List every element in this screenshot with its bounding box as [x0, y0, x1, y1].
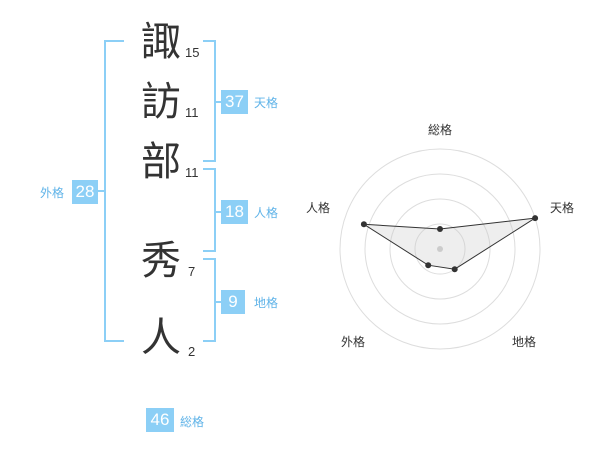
radar-center	[437, 246, 443, 252]
chikaku-bracket	[203, 258, 216, 342]
jinkaku-badge: 18	[221, 200, 248, 224]
tenkaku-connector	[214, 101, 222, 103]
radar-ring-4	[339, 148, 541, 350]
radar-point-2	[532, 215, 539, 222]
name-char-1: 諏	[141, 19, 181, 65]
radar-point-1	[437, 226, 443, 232]
name-char-2: 訪	[141, 79, 181, 125]
gaikaku-badge: 28	[72, 180, 98, 204]
chikaku-connector	[214, 301, 222, 303]
jinkaku-label: 人格	[254, 206, 279, 220]
jinkaku-bracket	[203, 168, 216, 252]
radar-rings	[339, 148, 541, 350]
radar-ring-1	[414, 223, 466, 275]
stroke-count-5: 2	[188, 344, 196, 359]
name-char-3: 部	[141, 139, 181, 185]
axis-label-chikaku: 地格	[512, 334, 536, 349]
tenkaku-label: 天格	[254, 96, 279, 110]
gaikaku-connector	[97, 190, 105, 192]
radar-point-4	[425, 262, 432, 269]
gaikaku-bracket	[104, 40, 124, 342]
stroke-count-3: 11	[185, 165, 199, 180]
axis-label-jinkaku: 人格	[306, 200, 330, 215]
jinkaku-connector	[214, 211, 222, 213]
soukaku-label: 総格	[180, 415, 205, 429]
chikaku-label: 地格	[254, 296, 279, 310]
chikaku-badge: 9	[221, 290, 245, 314]
radar-polygon	[363, 217, 536, 270]
gaikaku-label: 外格	[40, 186, 65, 200]
radar-point-5	[360, 221, 367, 228]
tenkaku-badge: 37	[221, 90, 248, 114]
stroke-count-2: 11	[185, 105, 199, 120]
radar-points	[360, 215, 539, 273]
stroke-count-1: 15	[185, 45, 200, 60]
radar-ring-2	[389, 198, 491, 300]
radar-point-3	[451, 266, 458, 273]
axis-label-gaikaku: 外格	[341, 334, 365, 349]
soukaku-badge: 46	[146, 408, 174, 432]
stroke-count-4: 7	[188, 264, 196, 279]
name-char-4: 秀	[141, 238, 181, 284]
axis-label-soukaku: 総格	[428, 122, 452, 137]
fortune-radar-chart: 総格 天格 地格 外格 人格	[306, 122, 574, 350]
radar-ring-3	[364, 173, 516, 325]
axis-label-tenkaku: 天格	[550, 200, 574, 215]
name-char-5: 人	[141, 315, 181, 361]
